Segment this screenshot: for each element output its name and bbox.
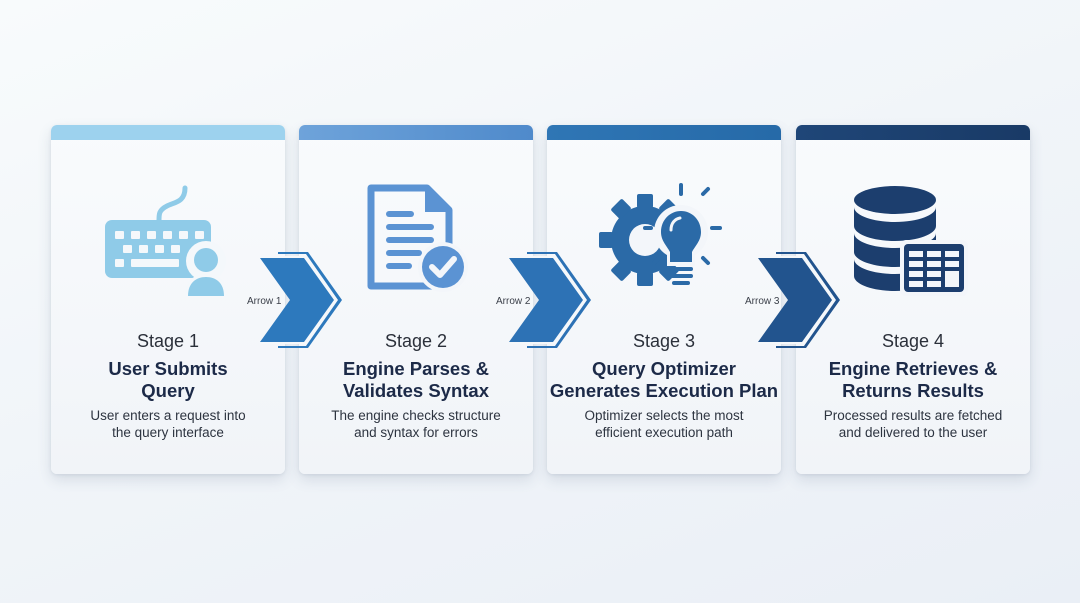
stage-3-label: Stage 3 [632, 331, 696, 351]
stage-2-title: Engine Parses & Validates Syntax [342, 358, 490, 401]
stage-4-label: Stage 4 [881, 331, 945, 351]
stage-1-label: Stage 1 [136, 331, 200, 351]
arrow-3-label: Arrow 3 [745, 296, 780, 307]
database-table-icon [854, 186, 968, 296]
stage-4-description: Processed results are fetched and delive… [823, 408, 1003, 440]
stage-1-title: User Submits Query [108, 358, 228, 401]
stage-card-1: Stage 1 User Submits Query User enters a… [51, 125, 285, 474]
keyboard-user-icon [105, 185, 227, 296]
arrow-2-label: Arrow 2 [496, 296, 531, 307]
arrow-1-label: Arrow 1 [247, 296, 282, 307]
stage-2-accent-bar [299, 125, 533, 140]
document-check-icon [367, 184, 468, 292]
stage-2-label: Stage 2 [384, 331, 448, 351]
chevron-arrow-3-icon [758, 252, 840, 348]
stage-4-accent-bar [796, 125, 1030, 140]
stage-3-title: Query Optimizer Generates Execution Plan [549, 358, 779, 401]
chevron-arrow-1-icon [260, 252, 342, 348]
stage-3-accent-bar [547, 125, 781, 140]
stage-4-title: Engine Retrieves & Returns Results [828, 358, 998, 401]
stage-2-description: The engine checks structure and syntax f… [331, 408, 501, 440]
gear-lightbulb-icon [599, 183, 722, 286]
stage-3-description: Optimizer selects the most efficient exe… [584, 408, 744, 440]
stage-1-accent-bar [51, 125, 285, 140]
chevron-arrow-2-icon [509, 252, 591, 348]
stage-1-description: User enters a request into the query int… [90, 408, 246, 440]
